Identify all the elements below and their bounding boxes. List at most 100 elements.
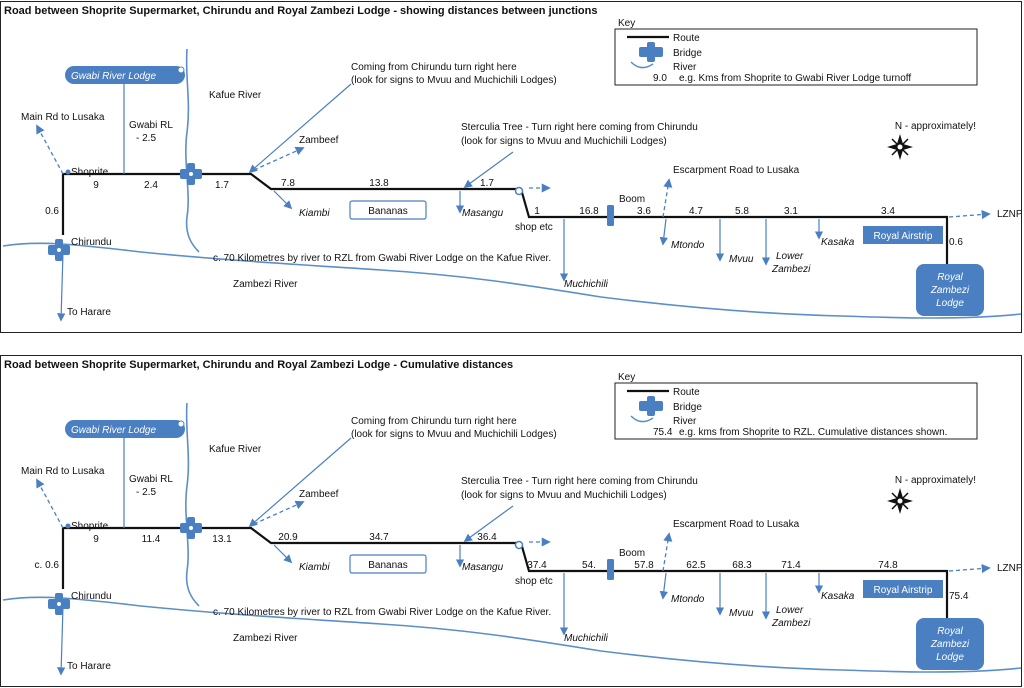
chirundu-bridge-icon — [48, 239, 70, 261]
muchichili-label: Muchichili — [564, 633, 609, 644]
map-panel-cumulative-distances: Road between Shoprite Supermarket, Chiru… — [0, 355, 1022, 687]
shoprite-label: Shoprite — [71, 167, 109, 178]
distance-mvuu-lower: 71.4 — [781, 560, 801, 571]
distance-sterculia-muchichili: 37.4 — [527, 560, 547, 571]
distance-kiambi-masangu: 34.7 — [369, 532, 389, 543]
distance-boom-escarpment: 57.8 — [634, 560, 654, 571]
boom-label: Boom — [619, 194, 645, 205]
sterculia-pointer — [463, 151, 514, 188]
gwabi-rl-label-line2: - 2.5 — [136, 487, 156, 498]
zambezi-river-line — [2, 242, 1021, 319]
main-rd-lusaka-label: Main Rd to Lusaka — [21, 466, 105, 477]
kiambi-arrow — [273, 190, 293, 210]
distance-airstrip-rzl: 0.6 — [949, 237, 963, 248]
coming-from-chirundu-line2: (look for signs to Mvuu and Muchichili L… — [351, 75, 557, 86]
map-title: Road between Shoprite Supermarket, Chiru… — [4, 359, 513, 371]
rzl-label-line3: Lodge — [936, 298, 964, 309]
sterculia-tree-line2: (look for signs to Mvuu and Muchichili L… — [461, 136, 667, 147]
sterculia-tree-line2: (look for signs to Mvuu and Muchichili L… — [461, 490, 667, 501]
sterculia-tree-marker — [514, 540, 524, 550]
escarpment-road-label: Escarpment Road to Lusaka — [673, 165, 800, 176]
key-river-swatch — [630, 61, 654, 69]
lznp-arrow — [948, 564, 991, 574]
chirundu-label: Chirundu — [71, 237, 112, 248]
bananas-box — [349, 200, 427, 220]
key-example-text: e.g. kms from Shoprite to RZL. Cumulativ… — [679, 427, 947, 438]
chirundu-label: Chirundu — [71, 591, 112, 602]
coming-from-chirundu-line1: Coming from Chirundu turn right here — [351, 62, 517, 73]
kasaka-label: Kasaka — [821, 237, 855, 248]
boom-label: Boom — [619, 548, 645, 559]
to-harare-arrow — [56, 605, 66, 676]
key-bridge-icon — [639, 396, 663, 416]
key-river-swatch — [630, 415, 654, 423]
masangu-label: Masangu — [462, 562, 504, 573]
gwabi-lodge-label: Gwabi River Lodge — [71, 425, 156, 436]
key-title: Key — [618, 372, 635, 383]
royal-airstrip-box — [863, 226, 943, 244]
main-rd-lusaka-label: Main Rd to Lusaka — [21, 112, 105, 123]
north-label: N - approximately! — [895, 121, 976, 132]
distance-muchichili-boom: 54. — [582, 560, 596, 571]
distance-masangu-sterculia: 1.7 — [480, 178, 494, 189]
north-label: N - approximately! — [895, 475, 976, 486]
boom-marker — [607, 205, 614, 226]
distance-escarpment-mtondo: 62.5 — [686, 560, 706, 571]
masangu-label: Masangu — [462, 208, 504, 219]
shoprite-marker — [65, 523, 71, 529]
main-road-lusaka-arrow — [36, 124, 64, 175]
distance-chirundu-shoprite: c. 0.6 — [35, 560, 60, 571]
key-bridge-label: Bridge — [673, 48, 702, 59]
zambeef-label: Zambeef — [299, 489, 339, 500]
route-map: Road between Shoprite Supermarket, Chiru… — [2, 5, 1022, 322]
distance-bridge-turn: 13.1 — [212, 534, 232, 545]
key-example-value: 75.4 — [653, 427, 673, 438]
key-route-label: Route — [673, 33, 700, 44]
mtondo-label: Mtondo — [671, 594, 705, 605]
distance-boom-escarpment: 3.6 — [637, 206, 651, 217]
royal-zambezi-lodge-box — [916, 618, 984, 670]
royal-zambezi-lodge-box — [916, 264, 984, 316]
sterculia-tree-marker — [514, 186, 524, 196]
gwabi-lodge-label: Gwabi River Lodge — [71, 71, 156, 82]
distance-gwabi-bridge: 2.4 — [144, 180, 158, 191]
route-map: Road between Shoprite Supermarket, Chiru… — [2, 359, 1022, 676]
distance-lower-airstrip: 74.8 — [878, 560, 898, 571]
river-distance-note: c. 70 Kilometres by river to RZL from Gw… — [213, 253, 551, 264]
key-bridge-label: Bridge — [673, 402, 702, 413]
sterculia-pointer — [463, 505, 514, 542]
sterculia-tree-line1: Sterculia Tree - Turn right here coming … — [461, 476, 698, 487]
rzl-label-line1: Royal — [937, 626, 963, 637]
gwabi-lodge-box — [65, 66, 185, 84]
distance-turn-kiambi: 7.8 — [281, 178, 295, 189]
rzl-label-line3: Lodge — [936, 652, 964, 663]
lower-zambezi-label-line1: Lower — [776, 251, 804, 262]
coming-pointer — [248, 83, 352, 174]
shoprite-label: Shoprite — [71, 521, 109, 532]
compass-icon — [887, 488, 913, 514]
mtondo-arrow — [659, 572, 668, 600]
rzl-label-line2: Zambezi — [930, 285, 970, 296]
key-route-label: Route — [673, 387, 700, 398]
compass-icon — [887, 134, 913, 160]
route-line — [61, 526, 949, 618]
muchichili-label: Muchichili — [564, 279, 609, 290]
distance-shoprite-gwabi: 9 — [93, 534, 99, 545]
distance-mvuu-lower: 3.1 — [784, 206, 798, 217]
royal-airstrip-label: Royal Airstrip — [874, 585, 933, 596]
lznp-label: LZNP — [997, 563, 1022, 574]
rzl-label-line1: Royal — [937, 272, 963, 283]
lznp-label: LZNP — [997, 209, 1022, 220]
chirundu-bridge-icon — [48, 593, 70, 615]
to-harare-label: To Harare — [67, 307, 111, 318]
distance-bridge-turn: 1.7 — [215, 180, 229, 191]
zambezi-river-label: Zambezi River — [233, 633, 298, 644]
escarpment-road-arrow — [662, 532, 673, 572]
lower-zambezi-label-line2: Zambezi — [771, 264, 811, 275]
gwabi-rl-label-line1: Gwabi RL — [129, 120, 173, 131]
distance-escarpment-mtondo: 4.7 — [689, 206, 703, 217]
kafue-river-label: Kafue River — [209, 444, 262, 455]
kasaka-label: Kasaka — [821, 591, 855, 602]
escarpment-road-arrow — [662, 178, 673, 218]
coming-from-chirundu-line2: (look for signs to Mvuu and Muchichili L… — [351, 429, 557, 440]
